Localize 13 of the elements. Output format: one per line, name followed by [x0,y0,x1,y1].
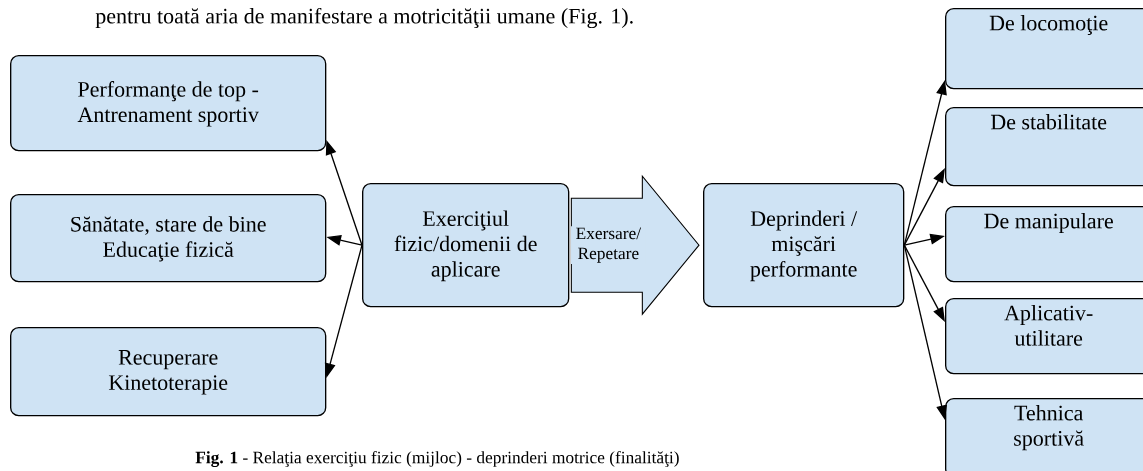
process-box: Sănătate, stare de bine Educaţie fizică [10,194,327,283]
process-box: Exerciţiul fizic/domenii de aplicare [362,183,570,308]
edge-label: Exersare/ Repetare [571,226,646,265]
process-box: De manipulare [945,206,1143,283]
process-box: Tehnica sportivă [945,398,1143,471]
process-box: De stabilitate [945,107,1143,187]
process-box: Performanţe de top - Antrenament sportiv [10,55,327,152]
process-box: Deprinderi / mişcări performante [703,183,905,308]
body-text: pentru toată aria de manifestare a motricităţii umane (Fig. 1). [95,7,633,29]
caption: Fig. 1 - Relaţia exerciţiu fizic (mijloc) - deprinderi motrice (finalităţi) [195,450,679,467]
process-box: Recuperare Kinetoterapie [10,327,327,417]
process-box: Aplicativ-utilitare [945,298,1143,375]
process-box: De locomoţie [945,8,1143,90]
